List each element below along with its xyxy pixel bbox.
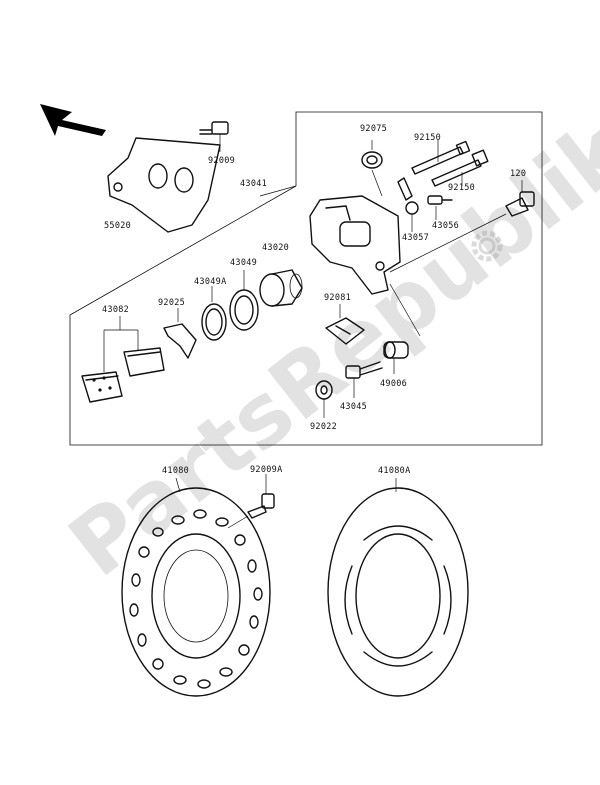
label-92009a: 92009A [250, 465, 283, 475]
label-43045: 43045 [340, 402, 367, 412]
caliper-43041 [259, 185, 401, 295]
piston-43020 [259, 269, 303, 307]
seal-43049 [229, 270, 259, 331]
bolt-120 [389, 180, 535, 273]
label-92075: 92075 [360, 124, 387, 134]
label-41080a: 41080A [378, 466, 411, 476]
bolt-92009a [227, 474, 275, 529]
disc-41080a [327, 478, 469, 697]
bolt-92009 [199, 121, 229, 152]
label-43020: 43020 [262, 243, 289, 253]
gear-icon [471, 230, 503, 262]
pin-43045 [345, 361, 383, 398]
label-43049: 43049 [230, 258, 257, 268]
arrow-up-left-icon [40, 104, 106, 136]
label-41080: 41080 [162, 466, 189, 476]
seal-43049a [201, 286, 227, 341]
label-92150-b: 92150 [448, 183, 475, 193]
shim-92081 [325, 304, 365, 345]
label-92022: 92022 [310, 422, 337, 432]
assembly-outline [69, 111, 543, 446]
label-43049a: 43049A [194, 277, 227, 287]
washer-92022 [315, 380, 333, 418]
cap-43057 [397, 177, 419, 232]
boot-92075 [361, 140, 383, 197]
part-labels: 92009 55020 43041 92075 92150 92150 120 … [102, 124, 526, 476]
disc-41080 [121, 477, 271, 697]
label-92009: 92009 [208, 156, 235, 166]
pins-92150 [411, 140, 489, 187]
label-120: 120 [510, 169, 526, 179]
label-43057: 43057 [402, 233, 429, 243]
pads-43082 [81, 316, 165, 403]
label-55020: 55020 [104, 221, 131, 231]
label-43041: 43041 [240, 179, 267, 189]
spring-92025 [163, 308, 197, 359]
bushing-49006 [383, 283, 421, 374]
label-43056: 43056 [432, 221, 459, 231]
label-43082: 43082 [102, 305, 129, 315]
label-49006: 49006 [380, 379, 407, 389]
label-92081: 92081 [324, 293, 351, 303]
bracket-55020 [107, 137, 221, 233]
label-92150-a: 92150 [414, 133, 441, 143]
bleeder-43056 [427, 195, 453, 220]
label-92025: 92025 [158, 298, 185, 308]
